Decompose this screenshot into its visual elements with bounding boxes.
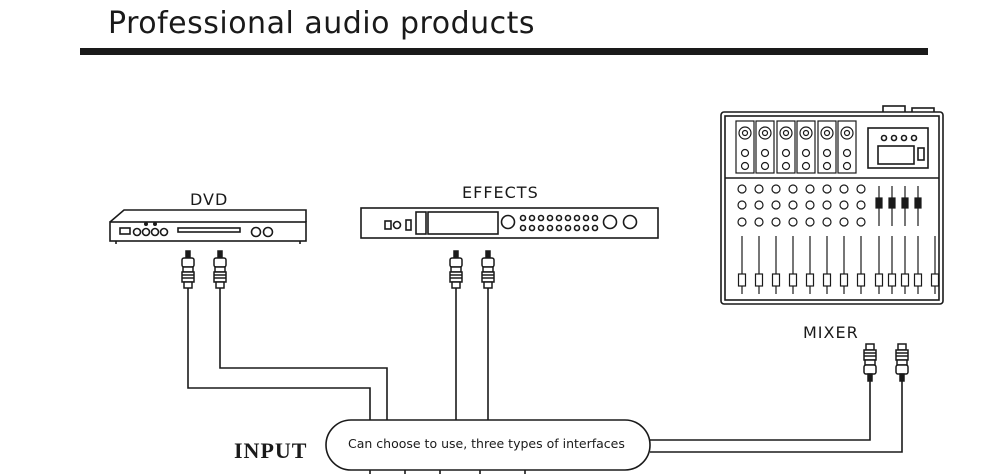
effects-rca-connectors bbox=[449, 250, 495, 289]
dvd-player-icon bbox=[109, 209, 307, 244]
dvd-rca-connectors bbox=[181, 250, 227, 289]
dvd-label: DVD bbox=[190, 190, 229, 209]
title-underline bbox=[80, 48, 928, 55]
mixer-channel-strips bbox=[735, 120, 940, 294]
input-interface-pill bbox=[325, 419, 651, 471]
effects-unit-icon bbox=[360, 207, 659, 239]
effects-label: EFFECTS bbox=[462, 183, 539, 202]
mixer-rca-connectors bbox=[863, 343, 909, 382]
input-label: INPUT bbox=[234, 438, 308, 463]
interface-description: Can choose to use, three types of interf… bbox=[348, 436, 625, 451]
audio-cables bbox=[187, 288, 903, 474]
page-title: Professional audio products bbox=[108, 6, 536, 41]
mixer-label: MIXER bbox=[803, 323, 859, 342]
